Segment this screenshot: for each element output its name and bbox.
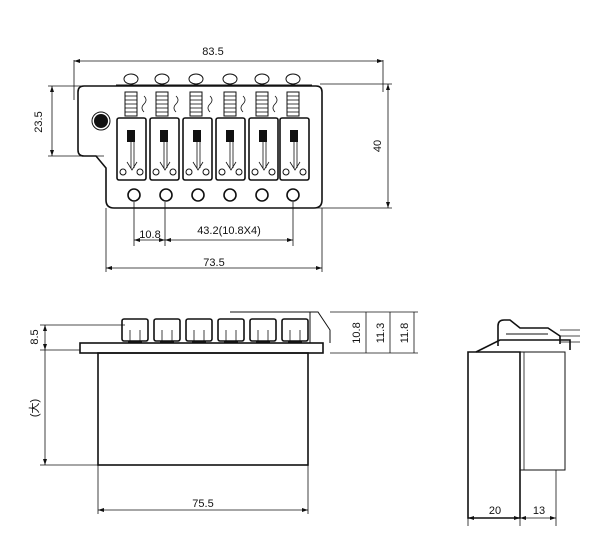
dim-10-8-pitch-label: 10.8: [139, 229, 160, 241]
dim-43-2-span-label: 43.2(10.8X4): [197, 225, 261, 237]
dim-10-8-label: 10.8: [351, 322, 363, 343]
dim-11-3-label: 11.3: [375, 323, 387, 344]
dim-83-5-label: 83.5: [202, 46, 223, 58]
intonation-mounts: [116, 73, 312, 86]
side-view: 20 13: [467, 319, 580, 526]
front-view: 8.5 (大) 10.8: [27, 311, 418, 514]
block-height-label: (大): [27, 399, 41, 417]
top-view: 83.5 23.5 40: [33, 46, 392, 272]
dim-20-label: 20: [489, 505, 501, 517]
dim-8-5-label: 8.5: [29, 329, 41, 344]
dim-13-label: 13: [533, 505, 545, 517]
dim-73-5-label: 73.5: [203, 257, 224, 269]
dim-40-label: 40: [372, 140, 384, 152]
saddles: [116, 117, 310, 181]
dim-23-5-label: 23.5: [33, 111, 45, 132]
front-saddles: [121, 318, 309, 343]
dim-11-8-label: 11.8: [399, 323, 411, 344]
mounting-holes: [127, 188, 300, 202]
dim-75-5-label: 75.5: [192, 498, 213, 510]
saddle-springs: [124, 91, 300, 117]
